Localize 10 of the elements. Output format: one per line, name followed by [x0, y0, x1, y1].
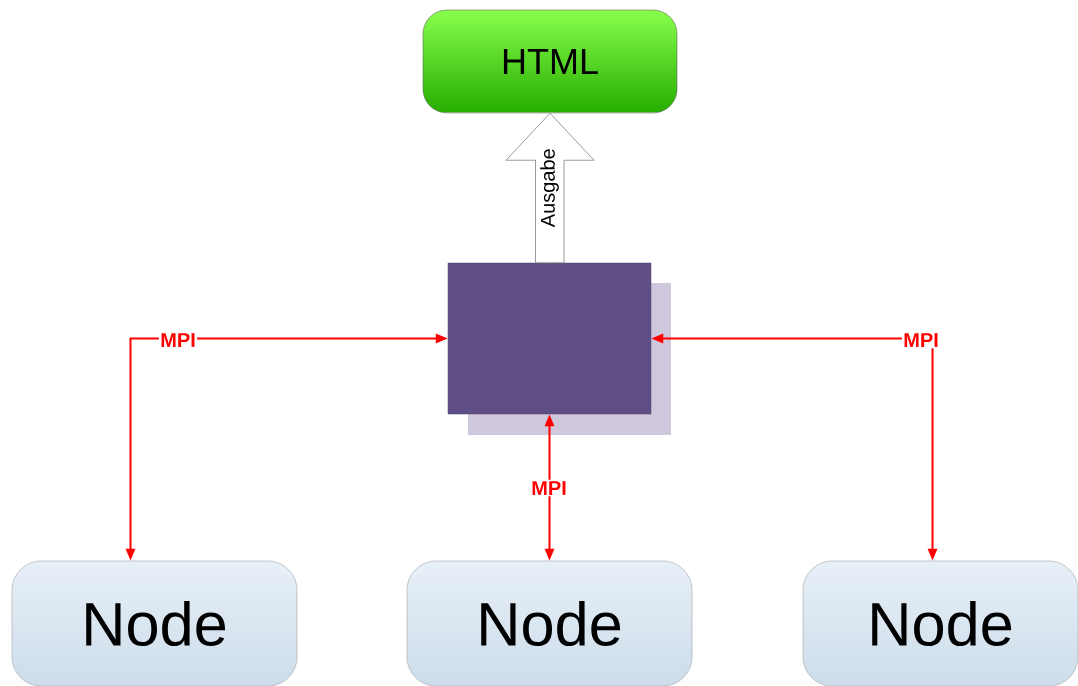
edge-label: MPI [158, 331, 198, 349]
edge-label: MPI [901, 331, 941, 349]
node-box: Node [406, 560, 693, 686]
node-box: Node [802, 560, 1078, 686]
output-box: HTML [422, 9, 678, 114]
edge-label: Ausgabe [540, 149, 559, 228]
node-box: Node [11, 560, 298, 686]
process-box [447, 262, 671, 435]
edge-label: MPI [529, 479, 569, 497]
block-arrow [505, 112, 595, 264]
